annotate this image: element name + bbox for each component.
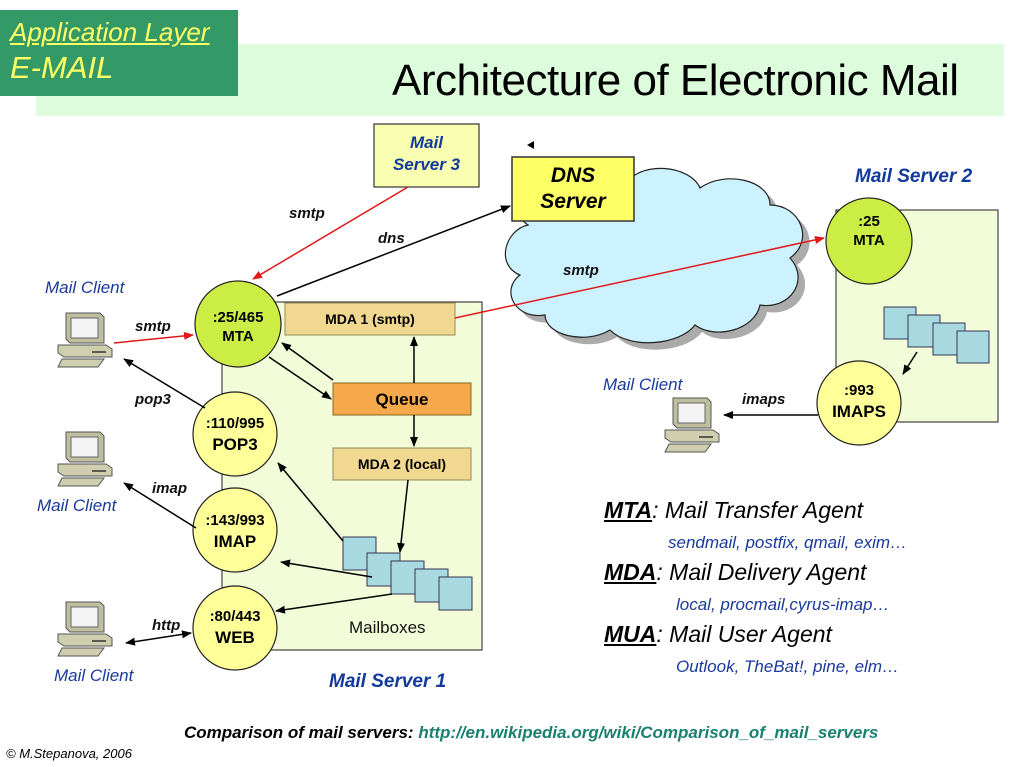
imaps-protocol-label: imaps [742, 391, 786, 408]
mail-server-1-name: Mail Server 1 [329, 671, 447, 692]
mail-server-2-name: Mail Server 2 [855, 166, 973, 187]
queue-box [332, 382, 472, 416]
smtp-cloud-arrow [454, 235, 825, 319]
legend-mta-full: : Mail Transfer Agent [652, 497, 864, 523]
mailbox-to-web-arrow [275, 593, 393, 614]
mail-client-1-label: Mail Client [45, 278, 125, 297]
imaps-circle [816, 360, 902, 446]
dns-server-line2: Server [540, 190, 606, 214]
mta-to-queue-arrow [268, 356, 332, 400]
dns-server-label: DNS Server [512, 163, 634, 216]
topic-application-layer: Application Layer [10, 17, 210, 47]
mda2-to-mailbox-arrow [397, 479, 409, 553]
pop3-arrow [123, 358, 206, 409]
smtp-ms3-label: smtp [289, 205, 325, 222]
imap-protocol-label: imap [152, 480, 188, 497]
legend-mda-examples: local, procmail,cyrus-imap… [676, 595, 890, 614]
web-circle [192, 585, 278, 671]
mail-server-3-line1: Mail [409, 133, 444, 152]
smtp-cloud-label: smtp [563, 262, 599, 279]
pop3-protocol-label: pop3 [135, 391, 171, 408]
legend-mua-examples: Outlook, TheBat!, pine, elm… [676, 657, 899, 676]
smtp-client-label: smtp [135, 318, 171, 335]
topic-box [0, 10, 238, 96]
mail-client-3-computer [57, 601, 113, 657]
imaps-label: :993 IMAPS [817, 382, 901, 422]
pop3-label: :110/995 POP3 [193, 415, 277, 455]
mta-server-2-label: :25 MTA [826, 213, 912, 251]
legend-mta-abbr: MTA [604, 497, 653, 523]
imap-label: :143/993 IMAP [193, 512, 277, 552]
mail-server-3-label: Mail Server 3 [374, 132, 479, 176]
mta-server-2-circle [825, 197, 913, 285]
mailbox-to-pop3-arrow [277, 462, 344, 542]
mda2-box [332, 447, 472, 481]
imaps-port: :993 [843, 382, 875, 399]
mta-server-1-circle [194, 280, 282, 368]
http-arrow [125, 630, 192, 646]
mda1-label: MDA 1 (smtp) [325, 311, 415, 327]
legend-mta: MTA: Mail Transfer Agent [604, 497, 863, 524]
mailbox-to-imaps-arrow [902, 351, 918, 375]
mta-server-1-name: MTA [222, 327, 254, 345]
mailboxes-label: Mailboxes [349, 618, 426, 637]
mailboxes-server-1 [342, 536, 473, 611]
imap-arrow [123, 482, 197, 529]
legend-mua: MUA: Mail User Agent [604, 621, 832, 648]
pop3-circle [192, 391, 278, 477]
dns-arrow [276, 205, 511, 297]
legend-mua-abbr: MUA [604, 621, 657, 647]
legend-mua-full: : Mail User Agent [656, 621, 832, 647]
mta-server-1-label: :25/465 MTA [195, 309, 281, 347]
mta-server-2-name: MTA [853, 231, 885, 249]
comparison-line: Comparison of mail servers: http://en.wi… [184, 723, 878, 743]
dns-server-line1: DNS [550, 164, 596, 187]
mail-client-4-computer [664, 397, 720, 453]
legend-mta-examples: sendmail, postfix, qmail, exim… [668, 533, 908, 552]
queue-to-mta-arrow [281, 342, 334, 381]
mta-server-2-port: :25 [858, 213, 880, 230]
comparison-label: Comparison of mail servers: [184, 723, 419, 742]
topic-email: E-MAIL [10, 50, 114, 85]
pop3-name: POP3 [212, 434, 258, 454]
web-label: :80/443 WEB [193, 608, 277, 648]
dns-server-box [511, 156, 635, 222]
mail-client-3-label: Mail Client [54, 666, 134, 685]
mail-client-2-label: Mail Client [37, 496, 117, 515]
dns-label: dns [378, 230, 405, 247]
queue-label: Queue [375, 390, 429, 409]
mail-server-3-line2: Server 3 [392, 155, 461, 175]
comparison-link[interactable]: http://en.wikipedia.org/wiki/Comparison_… [418, 723, 879, 742]
web-port: :80/443 [209, 608, 261, 625]
imaps-name: IMAPS [832, 401, 886, 421]
smtp-client-arrow [113, 331, 194, 344]
page-title: Architecture of Electronic Mail [392, 56, 959, 105]
smtp-ms3-arrow [252, 186, 409, 280]
legend-mda-full: : Mail Delivery Agent [656, 559, 867, 585]
mta-server-1-port: :25/465 [212, 309, 264, 326]
imap-name: IMAP [213, 531, 257, 551]
mail-client-1-computer [57, 312, 113, 368]
http-protocol-label: http [152, 617, 181, 634]
mailboxes-server-2 [883, 306, 990, 364]
mail-client-2-computer [57, 431, 113, 487]
imap-port: :143/993 [205, 512, 265, 529]
mailbox-to-imap-arrow [280, 559, 373, 578]
mail-client-4-label: Mail Client [603, 375, 683, 394]
legend-mda-abbr: MDA [604, 559, 657, 585]
copyright: © M.Stepanova, 2006 [6, 746, 132, 761]
web-name: WEB [215, 627, 255, 647]
imap-circle [192, 487, 278, 573]
mail-server-3-box [373, 123, 480, 188]
mda2-label: MDA 2 (local) [357, 456, 447, 472]
legend-mda: MDA: Mail Delivery Agent [604, 559, 866, 586]
mda1-box [284, 302, 456, 336]
pop3-port: :110/995 [205, 415, 265, 432]
